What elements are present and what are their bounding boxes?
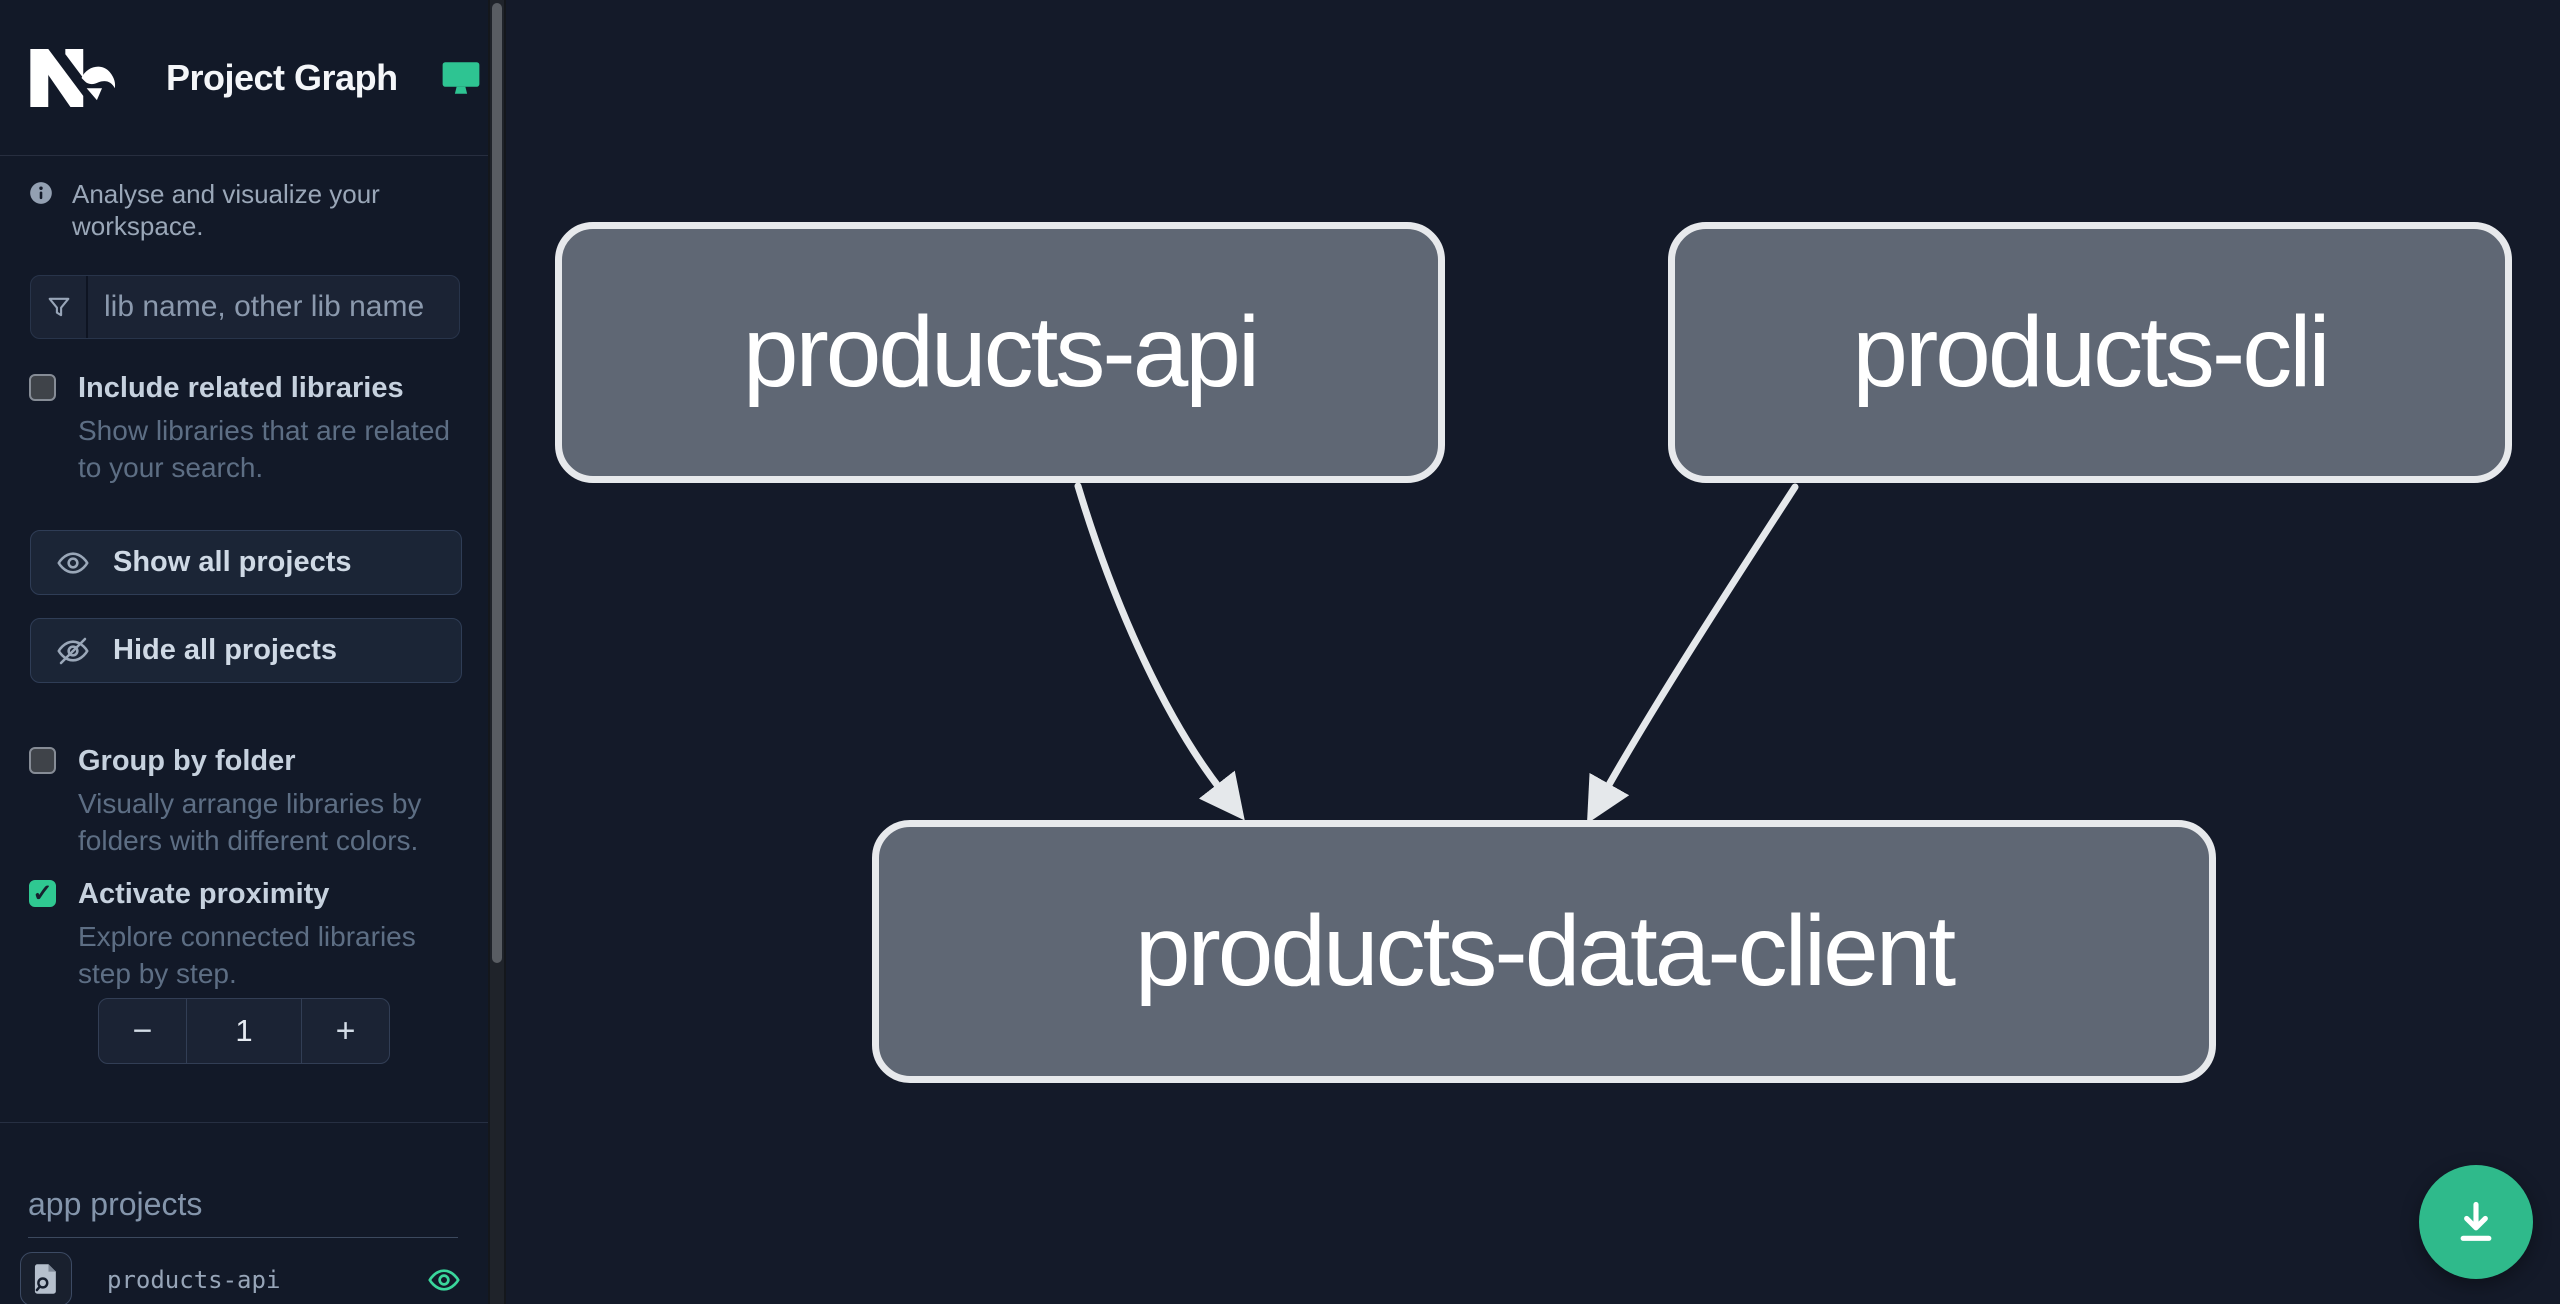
focus-project-button[interactable] bbox=[20, 1252, 72, 1304]
info-icon bbox=[30, 182, 52, 204]
project-name: products-api bbox=[107, 1266, 281, 1294]
project-row-products-api: products-api bbox=[20, 1250, 468, 1304]
project-visibility-eye-icon[interactable] bbox=[426, 1262, 462, 1298]
eye-icon bbox=[57, 551, 89, 574]
hide-all-projects-label: Hide all projects bbox=[113, 634, 338, 666]
workspace-tagline-row: Analyse and visualize your workspace. bbox=[28, 178, 458, 242]
nx-logo-icon bbox=[30, 48, 116, 107]
proximity-depth-stepper: − 1 + bbox=[98, 998, 390, 1064]
group-by-folder-checkbox[interactable] bbox=[29, 747, 56, 774]
activate-proximity-label: Activate proximity bbox=[78, 878, 330, 910]
hide-all-projects-button[interactable]: Hide all projects bbox=[30, 618, 462, 683]
monitor-icon[interactable] bbox=[440, 57, 482, 99]
sidebar: Project Graph Analyse and visualize your… bbox=[0, 0, 516, 1304]
dependency-edges bbox=[1074, 482, 1799, 824]
app-projects-heading: app projects bbox=[28, 1186, 458, 1238]
group-by-folder-label: Group by folder bbox=[78, 745, 296, 777]
stepper-increment-button[interactable]: + bbox=[335, 1011, 356, 1050]
toggle-include-related-libraries: Include related libraries Show libraries… bbox=[29, 372, 469, 486]
node-label: products-data-client bbox=[1134, 895, 1956, 1007]
edge-products-cli-to-products-data-client[interactable] bbox=[1586, 483, 1799, 824]
filter-box bbox=[30, 275, 460, 339]
stepper-value: 1 bbox=[186, 999, 302, 1063]
header-divider bbox=[0, 155, 516, 156]
checkmark-icon: ✓ bbox=[32, 879, 53, 907]
graph-canvas[interactable]: products-api products-cli products-data-… bbox=[506, 0, 2560, 1304]
sidebar-divider bbox=[0, 1122, 488, 1123]
node-label: products-api bbox=[742, 296, 1260, 408]
toggle-group-by-folder: Group by folder Visually arrange librari… bbox=[29, 745, 469, 859]
node-label: products-cli bbox=[1852, 296, 2330, 408]
workspace-tagline: Analyse and visualize your workspace. bbox=[72, 179, 380, 241]
download-graph-button[interactable] bbox=[2419, 1165, 2533, 1279]
scrollbar-thumb[interactable] bbox=[492, 3, 502, 963]
filter-icon-cell bbox=[31, 276, 88, 338]
page-title: Project Graph bbox=[166, 56, 398, 98]
download-icon bbox=[2460, 1201, 2492, 1241]
graph-node-products-cli[interactable]: products-cli bbox=[1668, 222, 2512, 483]
eye-off-icon bbox=[57, 637, 89, 664]
filter-icon bbox=[48, 297, 69, 317]
lib-filter-input[interactable] bbox=[88, 276, 459, 338]
include-related-checkbox[interactable] bbox=[29, 374, 56, 401]
activate-proximity-description: Explore connected libraries step by step… bbox=[78, 921, 416, 989]
include-related-description: Show libraries that are related to your … bbox=[78, 415, 450, 483]
activate-proximity-checkbox[interactable]: ✓ bbox=[29, 880, 56, 907]
include-related-label: Include related libraries bbox=[78, 372, 404, 404]
project-doc-icon bbox=[34, 1264, 56, 1294]
sidebar-scrollbar[interactable] bbox=[488, 0, 506, 1304]
show-all-projects-button[interactable]: Show all projects bbox=[30, 530, 462, 595]
show-all-projects-label: Show all projects bbox=[113, 546, 352, 578]
stepper-decrement-button[interactable]: − bbox=[132, 1011, 153, 1050]
toggle-activate-proximity: ✓ Activate proximity Explore connected l… bbox=[29, 878, 469, 992]
sidebar-header: Project Graph bbox=[0, 0, 488, 155]
graph-node-products-api[interactable]: products-api bbox=[555, 222, 1445, 483]
graph-node-products-data-client[interactable]: products-data-client bbox=[872, 820, 2216, 1083]
edge-products-api-to-products-data-client[interactable] bbox=[1074, 482, 1245, 821]
group-by-folder-description: Visually arrange libraries by folders wi… bbox=[78, 788, 422, 856]
